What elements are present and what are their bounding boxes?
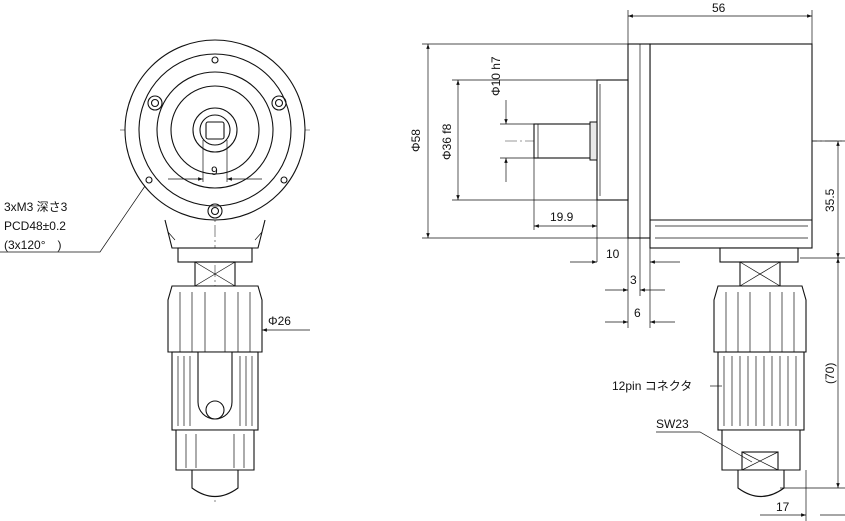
switch-label: SW23 [656,417,689,431]
dim-phi36: Φ36 f8 [440,123,454,160]
note-pcd: PCD48±0.2 [4,219,66,233]
front-view: 9 3xM3 深さ3 PCD48±0.2 (3x120° ) [0,39,310,505]
encoder-body [649,43,813,249]
dim-56: 56 [712,1,726,15]
note-tap: 3xM3 深さ3 [4,200,68,214]
dim-phi26: Φ26 [268,314,291,328]
side-view: 56 Φ58 Φ36 f8 Φ10 h7 19.9 10 3 [409,1,845,521]
dim-10: 10 [606,247,620,261]
dim-9: 9 [211,164,218,178]
housing-circle [156,71,274,189]
note-angle: (3x120° ) [4,238,62,252]
dim-phi58: Φ58 [409,129,423,152]
dim-70: (70) [823,363,837,384]
spigot [596,79,629,201]
dim-19-9: 19.9 [550,210,574,224]
dim-17: 17 [776,500,790,514]
connector-label: 12pin コネクタ [612,379,692,393]
dim-phi10: Φ10 h7 [489,56,503,96]
dim-35-5: 35.5 [823,188,837,212]
side-shaft [533,123,598,159]
side-connector [713,247,807,498]
dim-6: 6 [634,306,641,320]
front-connector [167,247,263,498]
mounting-holes [145,56,288,219]
dim-3: 3 [630,273,637,287]
side-flange [627,43,651,239]
